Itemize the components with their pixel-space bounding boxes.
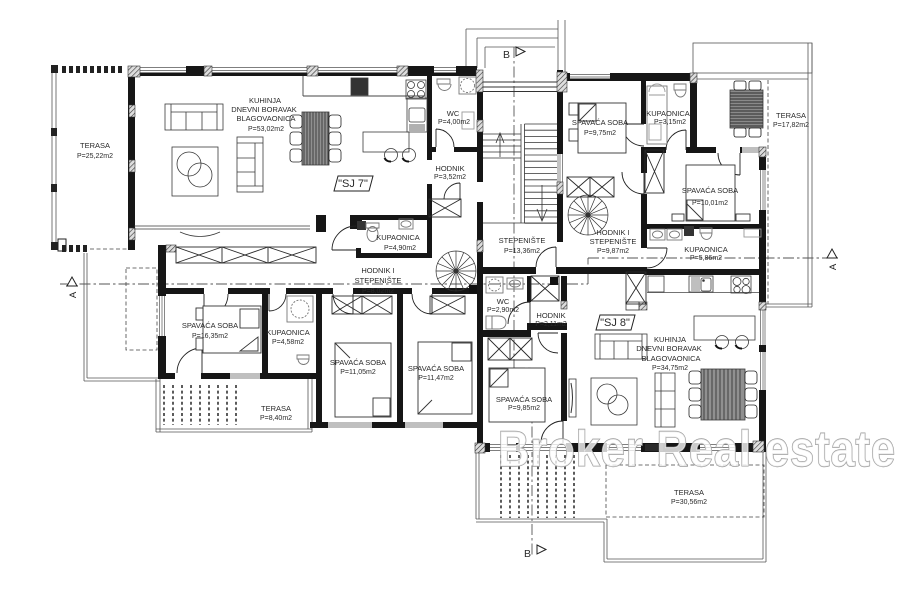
- svg-text:WC: WC: [447, 109, 460, 118]
- svg-text:B: B: [524, 548, 531, 560]
- svg-text:P=3,15m2: P=3,15m2: [654, 119, 686, 126]
- svg-text:P=9,75m2: P=9,75m2: [584, 130, 616, 137]
- svg-text:P=25,22m2: P=25,22m2: [77, 153, 113, 160]
- svg-text:A: A: [828, 263, 839, 270]
- svg-text:P=9,85m2: P=9,85m2: [508, 405, 540, 412]
- svg-text:KUPAONICA: KUPAONICA: [646, 109, 690, 118]
- svg-text:DNEVNI BORAVAK: DNEVNI BORAVAK: [231, 105, 297, 114]
- svg-text:P=53,02m2: P=53,02m2: [248, 126, 284, 133]
- svg-text:WC: WC: [497, 297, 510, 306]
- svg-text:SPAVAĆA SOBA: SPAVAĆA SOBA: [408, 364, 464, 373]
- svg-text:HODNIK I: HODNIK I: [596, 228, 629, 237]
- svg-text:SPAVAĆA SOBA: SPAVAĆA SOBA: [496, 395, 552, 404]
- svg-text:STEPENIŠTE: STEPENIŠTE: [499, 236, 546, 245]
- svg-text:P=9,87m2: P=9,87m2: [597, 248, 629, 255]
- svg-text:BLAGOVAONICA: BLAGOVAONICA: [641, 354, 700, 363]
- svg-text:P=8,02m2: P=8,02m2: [362, 288, 394, 295]
- svg-text:P=3,52m2: P=3,52m2: [434, 174, 466, 181]
- svg-text:P=34,75m2: P=34,75m2: [652, 365, 688, 372]
- svg-text:P=2,11m2: P=2,11m2: [535, 321, 567, 328]
- svg-text:P=4,58m2: P=4,58m2: [272, 339, 304, 346]
- svg-text:TERASA: TERASA: [80, 141, 110, 150]
- svg-text:B: B: [503, 49, 510, 61]
- svg-text:KUPAONICA: KUPAONICA: [684, 245, 728, 254]
- svg-text:P=11,05m2: P=11,05m2: [340, 369, 376, 376]
- svg-text:P=17,82m2: P=17,82m2: [773, 122, 809, 129]
- svg-text:SPAVAĆA SOBA: SPAVAĆA SOBA: [682, 186, 738, 195]
- svg-text:SPAVAĆA SOBA: SPAVAĆA SOBA: [182, 321, 238, 330]
- svg-text:KUPAONICA: KUPAONICA: [376, 233, 420, 242]
- svg-text:P=4,00m2: P=4,00m2: [438, 119, 470, 126]
- svg-text:P=10,01m2: P=10,01m2: [692, 200, 728, 207]
- svg-text:P=2,90m2: P=2,90m2: [487, 307, 519, 314]
- svg-text:P=11,47m2: P=11,47m2: [418, 375, 454, 382]
- svg-text:DNEVNI BORAVAK: DNEVNI BORAVAK: [636, 344, 702, 353]
- svg-text:"SJ 7": "SJ 7": [338, 178, 368, 190]
- svg-text:P=8,40m2: P=8,40m2: [260, 415, 292, 422]
- svg-text:P=30,56m2: P=30,56m2: [671, 499, 707, 506]
- svg-text:STEPENIŠTE: STEPENIŠTE: [355, 276, 402, 285]
- svg-text:HODNIK: HODNIK: [435, 164, 464, 173]
- svg-text:Broker Real estate: Broker Real estate: [498, 421, 896, 477]
- svg-text:HODNIK: HODNIK: [536, 311, 565, 320]
- svg-text:SPAVAĆA SOBA: SPAVAĆA SOBA: [572, 118, 628, 127]
- svg-text:KUHINJA: KUHINJA: [654, 335, 686, 344]
- svg-text:A: A: [68, 291, 79, 298]
- svg-text:KUPAONICA: KUPAONICA: [266, 328, 310, 337]
- svg-text:P=16,35m2: P=16,35m2: [192, 333, 228, 340]
- svg-text:TERASA: TERASA: [776, 111, 806, 120]
- svg-text:P=5,86m2: P=5,86m2: [690, 255, 722, 262]
- svg-text:TERASA: TERASA: [674, 488, 704, 497]
- svg-text:SPAVAĆA SOBA: SPAVAĆA SOBA: [330, 358, 386, 367]
- svg-text:HODNIK I: HODNIK I: [361, 266, 394, 275]
- svg-text:STEPENIŠTE: STEPENIŠTE: [590, 237, 637, 246]
- svg-text:"SJ 8": "SJ 8": [600, 317, 630, 329]
- svg-text:KUHINJA: KUHINJA: [249, 96, 281, 105]
- svg-text:TERASA: TERASA: [261, 404, 291, 413]
- svg-text:BLAGOVAONICA: BLAGOVAONICA: [236, 114, 295, 123]
- svg-text:P=4,90m2: P=4,90m2: [384, 245, 416, 252]
- svg-text:P=13,36m2: P=13,36m2: [504, 248, 540, 255]
